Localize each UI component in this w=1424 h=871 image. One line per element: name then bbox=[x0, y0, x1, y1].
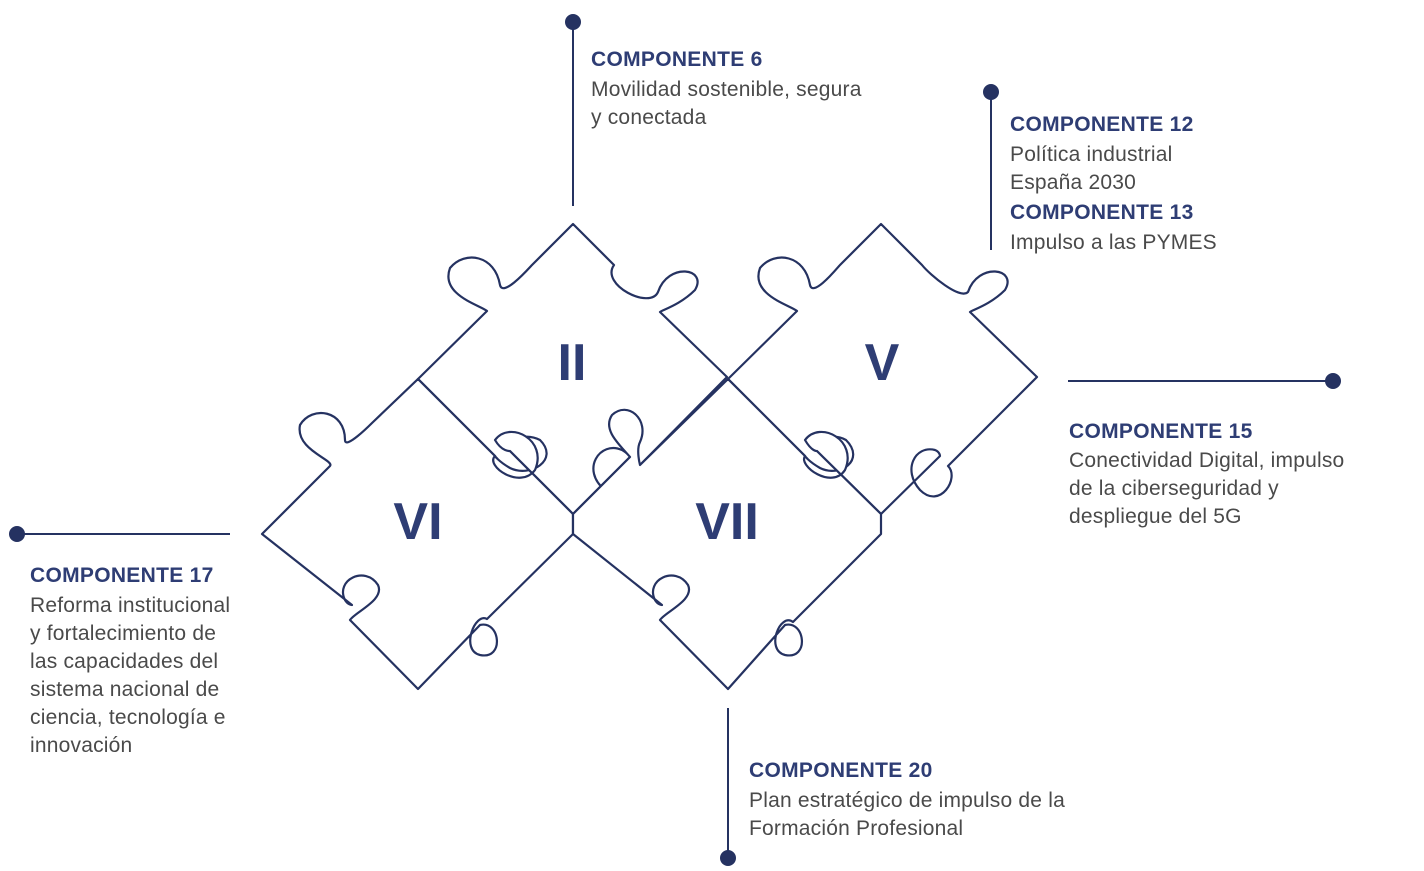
callout-title-c15: COMPONENTE 15 bbox=[1069, 420, 1253, 443]
numeral-ii: II bbox=[558, 334, 587, 392]
callout-text-c20: Plan estratégico de impulso de la Formac… bbox=[749, 789, 1065, 840]
connector-dot-c12 bbox=[983, 84, 999, 100]
callout-text-c6: Movilidad sostenible, segura y conectada bbox=[591, 78, 862, 129]
numeral-v: V bbox=[865, 334, 900, 392]
connector-dot-c6 bbox=[565, 14, 581, 30]
callout-title-c6: COMPONENTE 6 bbox=[591, 48, 763, 71]
callout-title-c17: COMPONENTE 17 bbox=[30, 564, 214, 587]
callout-text-c15: Conectividad Digital, impulso de la cibe… bbox=[1069, 449, 1345, 528]
connector-dot-c20 bbox=[720, 850, 736, 866]
connector-dot-c15 bbox=[1325, 373, 1341, 389]
numeral-vii: VII bbox=[695, 493, 759, 551]
callout-title-c20: COMPONENTE 20 bbox=[749, 759, 933, 782]
callout-title-c13: COMPONENTE 13 bbox=[1010, 201, 1194, 224]
numeral-vi: VI bbox=[393, 493, 442, 551]
puzzle-piece-vii bbox=[571, 377, 883, 691]
callout-text-c13: Impulso a las PYMES bbox=[1010, 231, 1217, 254]
callout-text-c12: Política industrial España 2030 bbox=[1010, 143, 1173, 194]
callout-text-c17: Reforma institucional y fortalecimiento … bbox=[30, 594, 231, 757]
puzzle-piece-vi bbox=[260, 377, 575, 691]
connector-dot-c17 bbox=[9, 526, 25, 542]
callout-title-c12: COMPONENTE 12 bbox=[1010, 113, 1194, 136]
